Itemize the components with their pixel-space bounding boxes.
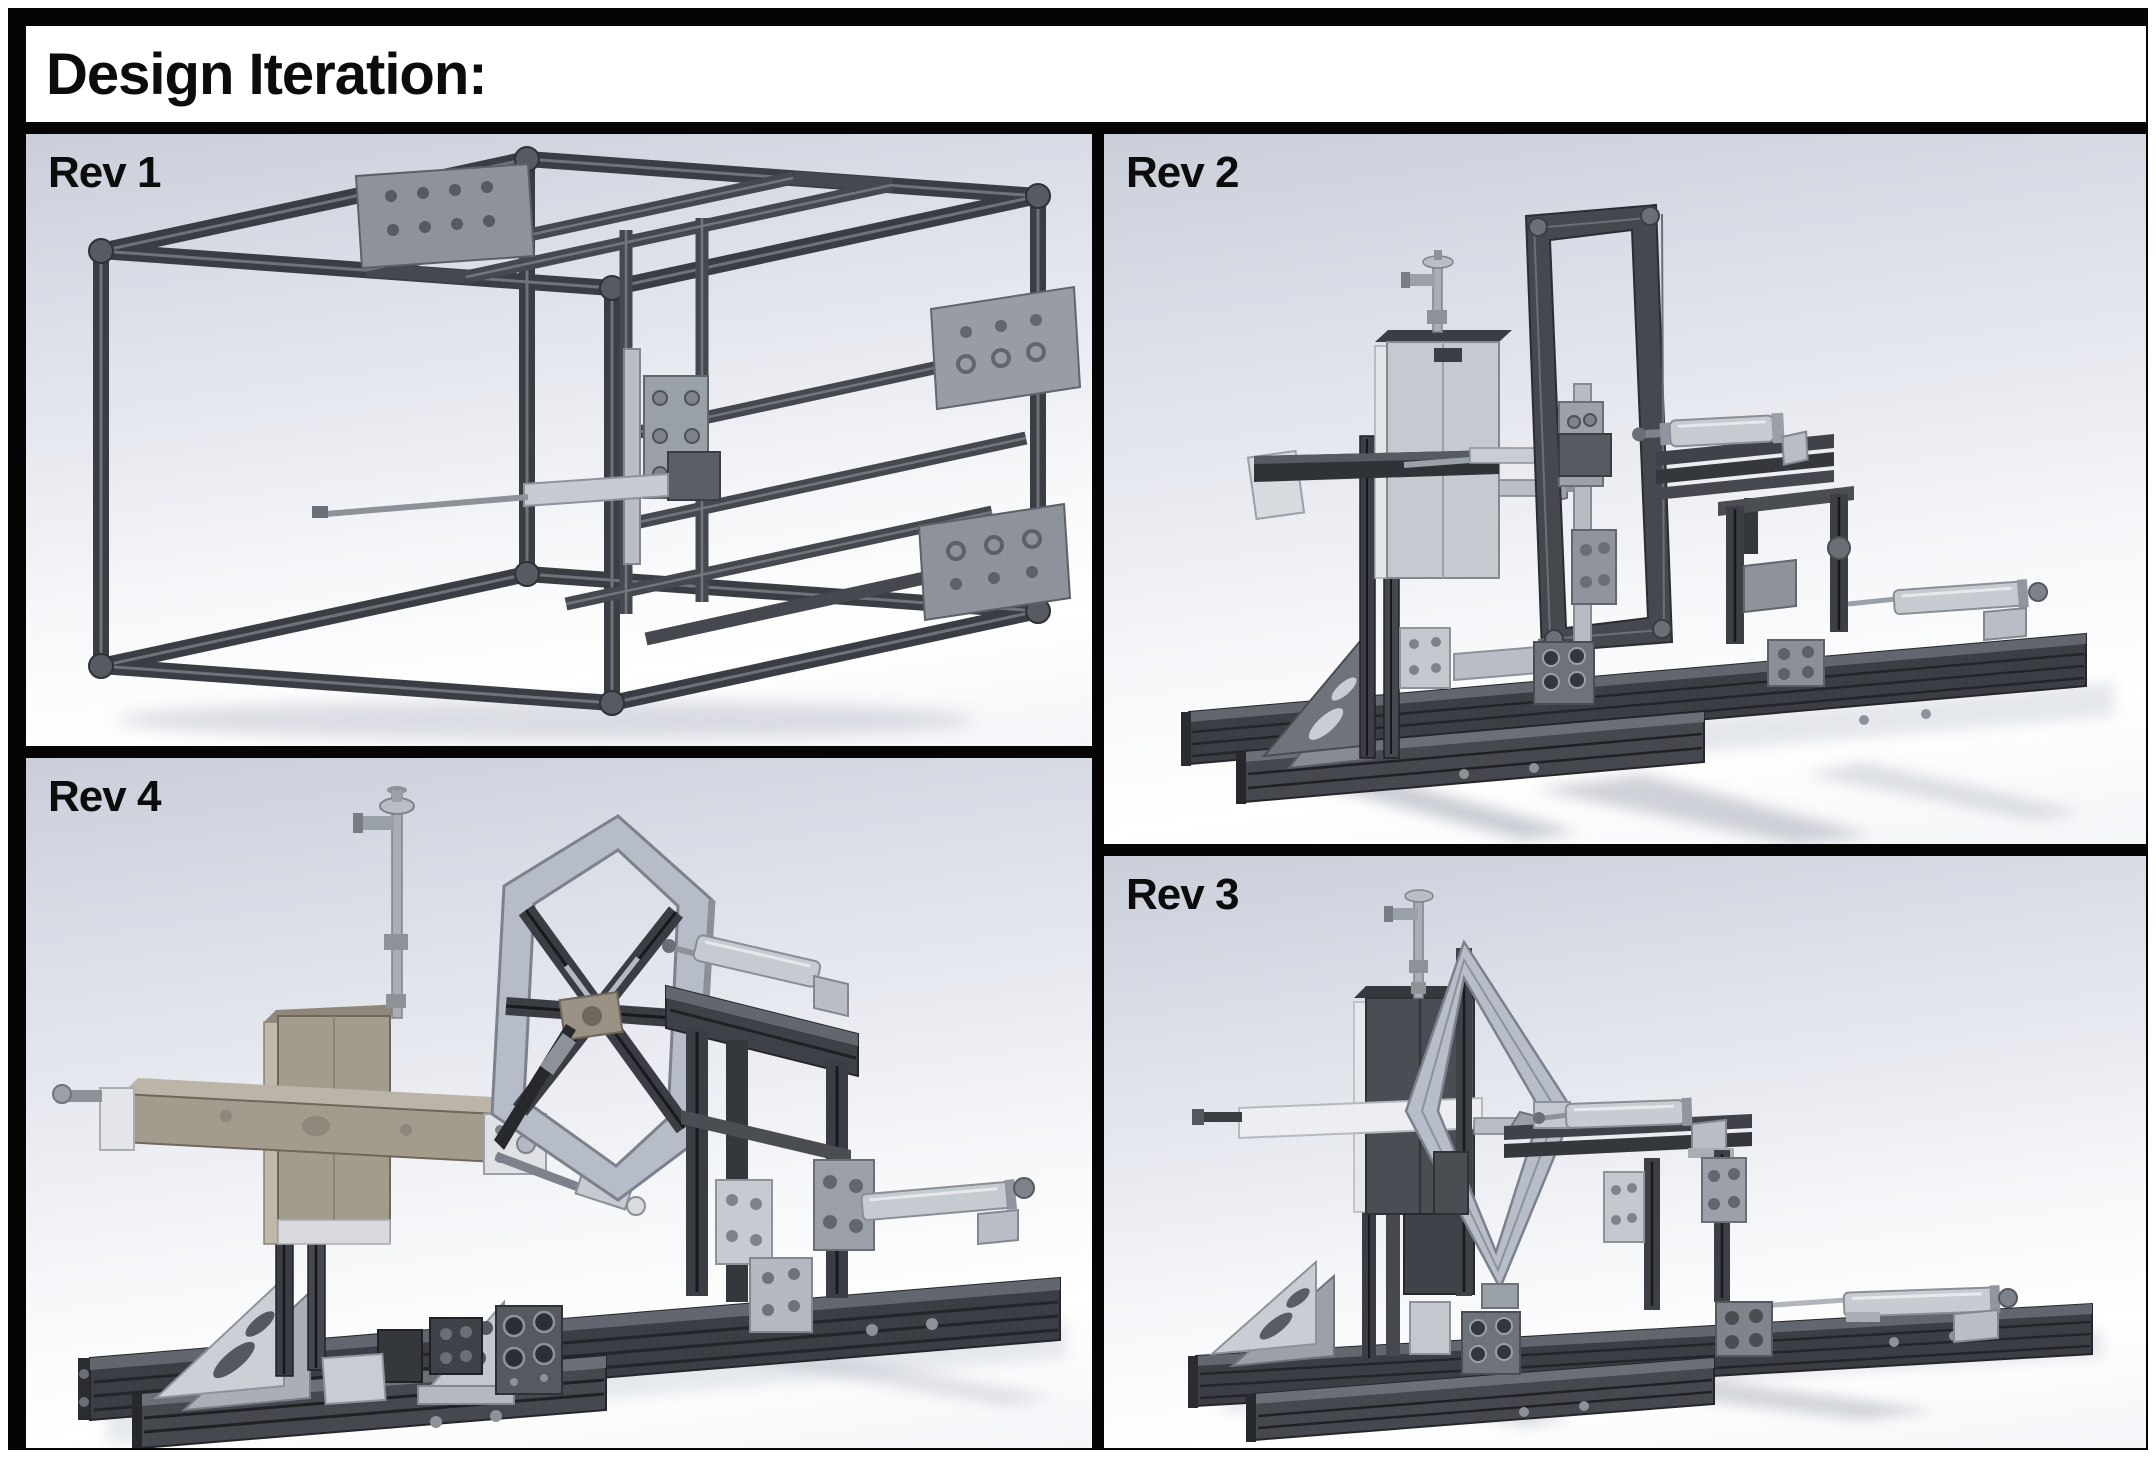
tan-cross-actuator: [52, 1004, 547, 1245]
center-carriage: [312, 348, 721, 565]
valve-stem: [353, 786, 415, 1019]
base-plates: [321, 1257, 813, 1406]
rev4-render: [52, 786, 1066, 1448]
title-banner: Design Iteration:: [26, 26, 2146, 122]
portal-carriage: [1558, 383, 1617, 647]
cross-arm: [1192, 1096, 1550, 1140]
floor-shadow: [116, 700, 976, 740]
upper-right-cylinder: [662, 934, 849, 1018]
base-plates: [1409, 1301, 1773, 1375]
panel-rev4: Rev 4: [26, 758, 1092, 1448]
top-mount-plate: [354, 162, 536, 270]
rev1-render: [88, 146, 1082, 740]
base-rail: [1181, 632, 2087, 804]
rev4-label: Rev 4: [48, 772, 161, 821]
rev3-render: [1188, 889, 2104, 1442]
panel-rev3: Rev 3: [1104, 856, 2146, 1448]
rev2-label: Rev 2: [1126, 148, 1239, 197]
panel-rev1: Rev 1: [26, 134, 1092, 746]
rev2-render: [1181, 203, 2114, 844]
slide-frame: Design Iteration:: [8, 8, 2148, 1450]
right-cylinder: [1729, 1285, 2018, 1344]
drive-rod: [494, 1024, 577, 1150]
upper-cylinder: [1533, 1097, 1734, 1158]
panel-rev2: Rev 2: [1104, 134, 2146, 844]
left-gusset: [1209, 1259, 1335, 1368]
upper-cylinder: [1632, 412, 1809, 467]
rev1-label: Rev 1: [48, 148, 161, 197]
diamond-frame: [1404, 939, 1575, 1309]
right-lower-plate: [917, 502, 1072, 622]
valve-stem: [1384, 889, 1434, 999]
right-platform: [665, 984, 875, 1302]
right-upper-plate: [929, 285, 1082, 411]
right-subframe: [1603, 1150, 1747, 1310]
page-title: Design Iteration:: [46, 41, 488, 107]
rev3-label: Rev 3: [1126, 870, 1239, 919]
base-plates: [1399, 627, 1825, 705]
right-subframe: [1718, 486, 1854, 644]
lower-right-cylinder: [825, 1177, 1035, 1246]
lower-cylinder: [1847, 579, 2048, 642]
